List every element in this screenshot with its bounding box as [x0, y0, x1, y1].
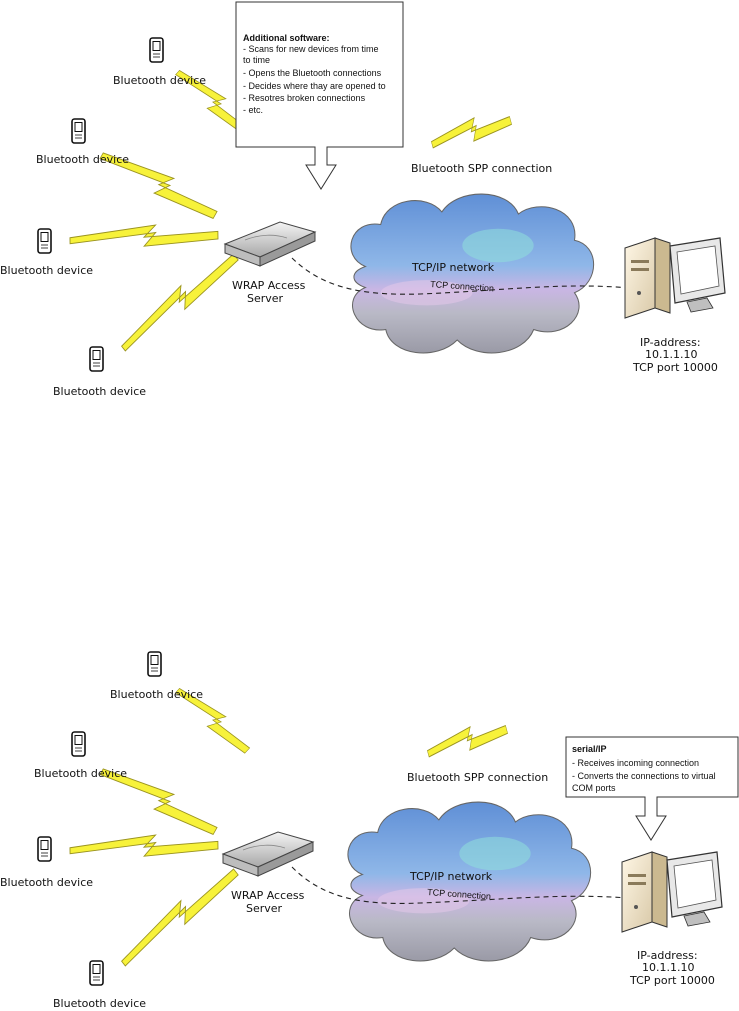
tcp-connection-line — [291, 257, 631, 295]
callout-title: serial/IP — [572, 744, 607, 754]
pc-info-label: TCP port 10000 — [632, 361, 718, 374]
pc-info-label: IP-address: — [637, 949, 698, 962]
bluetooth-device-label: Bluetooth device — [36, 153, 129, 166]
bluetooth-device-icon — [89, 346, 104, 372]
spp-connection-icon — [427, 108, 514, 153]
server-label: Server — [246, 902, 283, 915]
software-callout: Additional software: - Scans for new dev… — [235, 1, 404, 190]
pc-info-label: 10.1.1.10 — [645, 348, 697, 361]
network-label: TCP/IP network — [411, 261, 495, 274]
bluetooth-device-label: Bluetooth device — [0, 264, 93, 277]
bluetooth-link-3 — [69, 833, 219, 858]
bluetooth-device-icon — [71, 731, 86, 757]
bluetooth-device-icon — [89, 960, 104, 986]
network-label: TCP/IP network — [409, 870, 493, 883]
computer-icon — [621, 851, 723, 933]
bluetooth-device-label: Bluetooth device — [53, 385, 146, 398]
server-label: Server — [247, 292, 284, 305]
pc-info-label: 10.1.1.10 — [642, 961, 694, 974]
spp-connection-icon — [423, 717, 510, 762]
callout-line: - Decides where thay are opened to — [243, 81, 386, 91]
bluetooth-device-icon — [147, 651, 162, 677]
bluetooth-device-icon — [37, 836, 52, 862]
callout-title: Additional software: — [243, 33, 330, 43]
bluetooth-device-label: Bluetooth device — [0, 876, 93, 889]
callout-line: - Scans for new devices from time — [243, 44, 379, 54]
tcp-connection-label: TCP connection — [430, 279, 494, 293]
wrap-access-server-icon — [222, 831, 314, 877]
server-label: WRAP Access — [232, 279, 306, 292]
server-label: WRAP Access — [231, 889, 305, 902]
spp-connection-label: Bluetooth SPP connection — [411, 162, 552, 175]
callout-line: to time — [243, 55, 270, 65]
bluetooth-device-label: Bluetooth device — [34, 767, 127, 780]
callout-line: - Receives incoming connection — [572, 758, 699, 768]
bluetooth-device-label: Bluetooth device — [110, 688, 203, 701]
bluetooth-device-icon — [37, 228, 52, 254]
tcp-connection-label: TCP connection — [427, 887, 491, 901]
bluetooth-link-3 — [69, 223, 219, 248]
callout-line: - Opens the Bluetooth connections — [243, 68, 382, 78]
callout-line: COM ports — [572, 783, 616, 793]
bluetooth-device-icon — [149, 37, 164, 63]
diagram-bottom: Bluetooth device Bluetooth device Blueto… — [0, 651, 739, 1010]
pc-info-label: IP-address: — [640, 336, 701, 349]
spp-connection-label: Bluetooth SPP connection — [407, 771, 548, 784]
callout-line: - Resotres broken connections — [243, 93, 366, 103]
pc-info-label: TCP port 10000 — [629, 974, 715, 987]
bluetooth-link-4 — [114, 247, 243, 355]
diagram-top: Bluetooth device Bluetooth device Blueto… — [0, 1, 726, 398]
tcp-connection-line — [291, 866, 629, 905]
bluetooth-link-4 — [114, 862, 243, 970]
computer-icon — [624, 237, 726, 319]
serialip-callout: serial/IP - Receives incoming connection… — [565, 736, 739, 841]
wrap-access-server-icon — [224, 221, 316, 267]
callout-line: - Converts the connections to virtual — [572, 771, 716, 781]
bluetooth-device-label: Bluetooth device — [53, 997, 146, 1010]
bluetooth-device-icon — [71, 118, 86, 144]
callout-line: - etc. — [243, 105, 263, 115]
bluetooth-device-label: Bluetooth device — [113, 74, 206, 87]
